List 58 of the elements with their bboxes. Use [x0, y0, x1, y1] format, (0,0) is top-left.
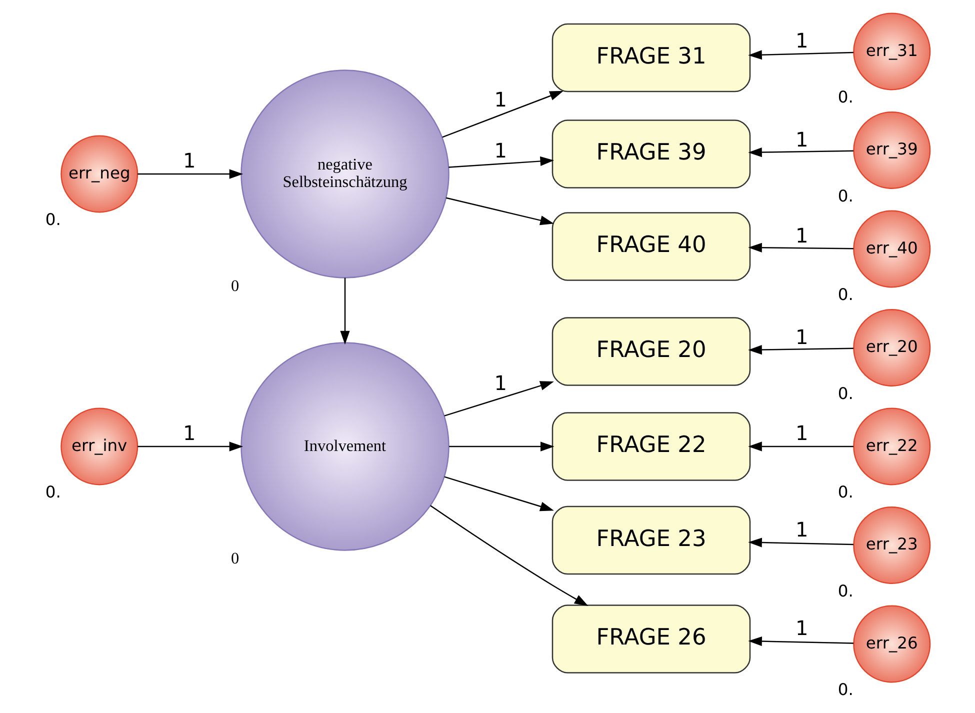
edge-label: 1 [796, 28, 808, 52]
arrow [748, 50, 854, 60]
node-circle: err_40 [853, 210, 931, 288]
node-box: FRAGE 23 [552, 506, 751, 575]
node-label: 0. [838, 482, 854, 502]
node-label: 0 [230, 276, 240, 295]
node-box: FRAGE 40 [552, 212, 751, 281]
arrow [748, 636, 854, 646]
arrow [748, 147, 854, 158]
node-label: 0. [45, 210, 61, 230]
edge-label: 1 [796, 224, 808, 248]
node-circle: err_inv [60, 408, 138, 486]
node-label: 0. [838, 88, 854, 107]
arrow [449, 442, 554, 452]
node-circle: err_39 [853, 112, 931, 189]
arrow [748, 344, 854, 355]
edge-label: 1 [796, 517, 808, 542]
node-circle: err_neg [60, 135, 138, 213]
arrow [442, 90, 564, 138]
node-label: 0. [838, 680, 854, 700]
edge-label: 1 [796, 324, 808, 349]
edge-label: 1 [494, 87, 507, 112]
node-circle: err_23 [853, 506, 931, 584]
arrow [748, 242, 854, 252]
arrow [430, 505, 588, 606]
node-box: FRAGE 39 [552, 120, 751, 188]
arrow [138, 442, 244, 452]
node-label: 0. [838, 285, 854, 304]
node-label: 0 [230, 549, 240, 568]
edge-label: 1 [796, 421, 808, 445]
arrow [448, 156, 554, 168]
node-circle: negative Selbsteinschätzung [240, 70, 450, 278]
arrow [748, 538, 854, 548]
node-box: FRAGE 31 [552, 23, 751, 92]
node-box: FRAGE 26 [552, 604, 751, 674]
node-box: FRAGE 22 [552, 412, 751, 481]
edge-label: 1 [183, 421, 196, 445]
node-circle: err_22 [853, 408, 931, 486]
node-circle: err_26 [853, 605, 931, 683]
node-circle: err_31 [853, 12, 931, 90]
node-label: 0. [45, 482, 61, 502]
node-label: 0. [838, 384, 854, 403]
edge-label: 1 [796, 127, 808, 152]
node-label: 0. [838, 186, 854, 206]
edge-label: 1 [183, 148, 196, 172]
arrow [340, 278, 350, 345]
arrow [748, 442, 854, 452]
arrow [446, 197, 554, 226]
node-box: FRAGE 20 [552, 317, 751, 386]
node-label: 0. [838, 581, 854, 600]
node-circle: Involvement [240, 342, 450, 551]
edge-label: 1 [494, 138, 507, 162]
edge-label: 1 [796, 616, 808, 640]
arrow [444, 381, 554, 416]
edge-label: 1 [494, 371, 507, 395]
arrow [444, 476, 554, 512]
node-circle: err_20 [853, 309, 931, 386]
arrow [138, 169, 244, 179]
